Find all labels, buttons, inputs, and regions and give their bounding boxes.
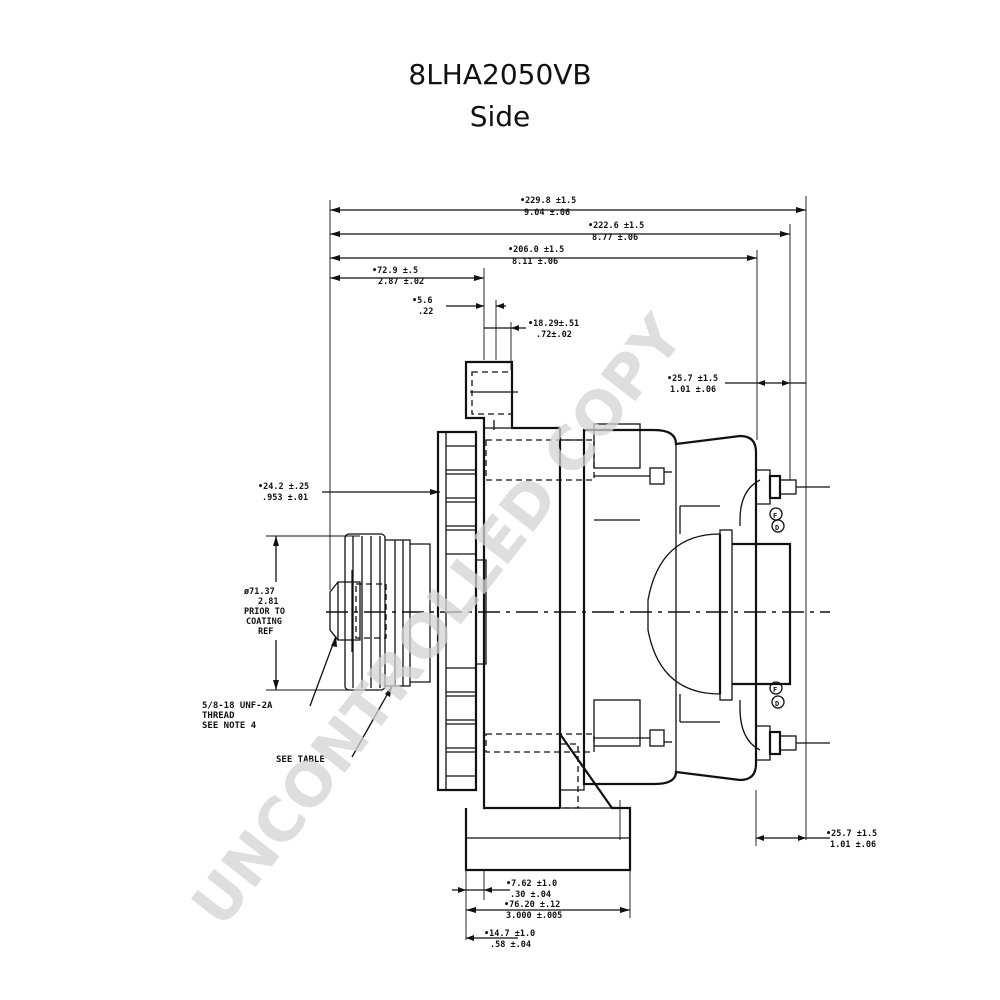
dim-terminal-bottom-in: 1.01 ±.06 — [830, 840, 876, 850]
lower-mounting-ear — [464, 733, 632, 940]
terminal-f-bottom-label: F — [773, 686, 777, 694]
dim-pulley-dia-note3: REF — [258, 627, 273, 637]
top-dimension-texts: •229.8 ±1.5 9.04 ±.06 •222.6 ±1.5 8.77 ±… — [372, 196, 718, 395]
left-dimension-lines — [266, 489, 440, 758]
dim-lower-ear-a-mm: •7.62 ±1.0 — [506, 879, 557, 889]
dim-overall-total-in: 9.04 ±.06 — [524, 208, 570, 218]
dim-fan-offset-mm: •24.2 ±.25 — [258, 482, 309, 492]
top-dimension-lines — [329, 196, 807, 840]
terminal-labels: F D F D — [773, 512, 779, 708]
dim-lower-ear-c-in: .58 ±.04 — [490, 940, 531, 950]
rear-cover — [647, 505, 792, 723]
dim-pulley-mount-in: 2.87 ±.02 — [378, 277, 424, 287]
dim-terminal-top-mm: •25.7 ±1.5 — [667, 374, 718, 384]
output-terminals — [739, 469, 830, 761]
view-title: Side — [469, 100, 531, 133]
terminal-d-bottom-label: D — [775, 700, 779, 708]
dim-overall-body-mm: •222.6 ±1.5 — [588, 221, 644, 231]
left-dimension-texts: •24.2 ±.25 .953 ±.01 ø71.37 2.81 PRIOR T… — [202, 482, 325, 765]
dim-pulley-dia-in: 2.81 — [258, 597, 278, 607]
dim-lower-ear-c-mm: •14.7 ±1.0 — [484, 929, 535, 939]
dim-lower-ear-b-in: 3.000 ±.005 — [506, 911, 562, 921]
dim-flange-small-mm: •5.6 — [412, 296, 432, 306]
dim-lower-ear-a-in: .30 ±.04 — [510, 890, 551, 900]
bottom-dimension-texts: •25.7 ±1.5 1.01 ±.06 •7.62 ±1.0 .30 ±.04… — [484, 829, 877, 950]
dim-overall-housing-in: 8.11 ±.06 — [512, 257, 558, 267]
thread-callout-line3: SEE NOTE 4 — [202, 721, 257, 731]
dim-terminal-bottom-mm: •25.7 ±1.5 — [826, 829, 877, 839]
dim-flange-small-in: .22 — [418, 307, 433, 317]
dim-overall-housing-mm: •206.0 ±1.5 — [508, 245, 564, 255]
terminal-d-top-label: D — [775, 524, 779, 532]
thread-callout-line2: THREAD — [202, 711, 235, 721]
thread-callout-line1: 5/8-18 UNF-2A — [202, 701, 273, 711]
dim-mount-ear-in: .72±.02 — [536, 330, 572, 340]
terminal-f-top-label: F — [773, 512, 777, 520]
dim-fan-offset-in: .953 ±.01 — [262, 493, 308, 503]
dim-overall-total-mm: •229.8 ±1.5 — [520, 196, 576, 206]
dim-overall-body-in: 8.77 ±.06 — [592, 233, 638, 243]
through-bolts — [485, 439, 672, 753]
see-table-callout: SEE TABLE — [276, 755, 325, 765]
dim-pulley-dia-note1: PRIOR TO — [244, 607, 285, 617]
dim-mount-ear-mm: •18.29±.51 — [528, 319, 579, 329]
dim-pulley-dia-note2: COATING — [246, 617, 282, 627]
bottom-dimension-lines — [452, 790, 830, 941]
dim-lower-ear-b-mm: •76.20 ±.12 — [504, 900, 560, 910]
stator-housing — [582, 423, 758, 786]
dim-pulley-mount-mm: •72.9 ±.5 — [372, 266, 418, 276]
part-number-title: 8LHA2050VB — [408, 58, 592, 91]
dim-pulley-dia-mm: ø71.37 — [244, 587, 275, 597]
dim-terminal-top-in: 1.01 ±.06 — [670, 385, 716, 395]
